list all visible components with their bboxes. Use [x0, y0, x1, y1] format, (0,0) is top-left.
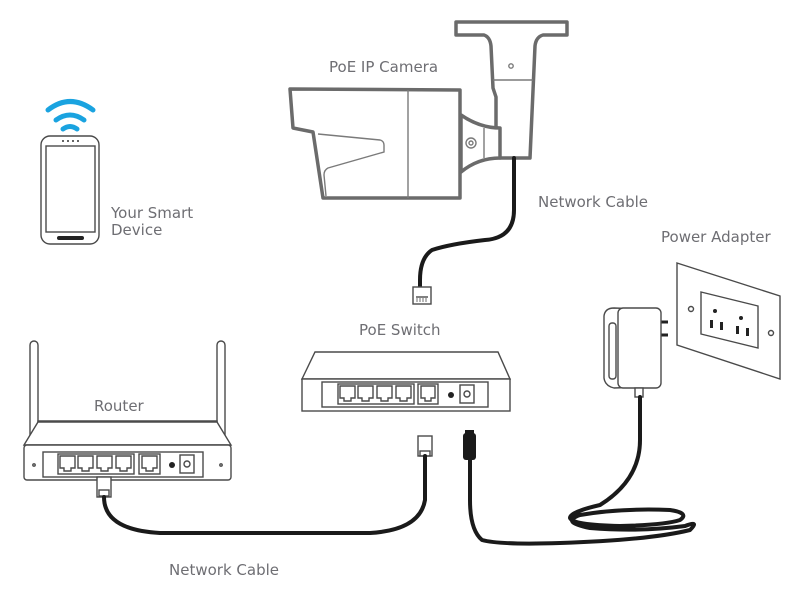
switch-icon [300, 351, 512, 412]
smartphone-icon [40, 135, 100, 245]
network-cable-top-label: Network Cable [538, 193, 648, 211]
smart-device-label-line2: Device [111, 221, 163, 239]
smart-device-label: Your Smart Device [111, 205, 221, 239]
network-cable-bottom-label: Network Cable [169, 561, 279, 579]
router-label: Router [94, 397, 144, 415]
router-switch-network-cable [102, 454, 427, 535]
power-cable [468, 395, 696, 546]
power-adapter-icon [603, 307, 668, 398]
wifi-icon [45, 99, 96, 132]
rj45-connector-icon [412, 286, 432, 305]
rj45-connector-icon [417, 435, 433, 457]
smart-device-label-line1: Your Smart [111, 204, 194, 222]
poe-switch-label: PoE Switch [359, 321, 441, 339]
dc-plug-icon [463, 430, 476, 460]
rj45-connector-icon [96, 476, 112, 498]
bullet-camera-icon [288, 20, 569, 200]
switch-lan-ports [339, 385, 412, 402]
power-adapter-label: Power Adapter [661, 228, 771, 246]
router-icon [22, 340, 233, 481]
camera-network-cable [418, 156, 516, 292]
outlet-icon [676, 262, 781, 380]
camera-label: PoE IP Camera [329, 58, 439, 76]
